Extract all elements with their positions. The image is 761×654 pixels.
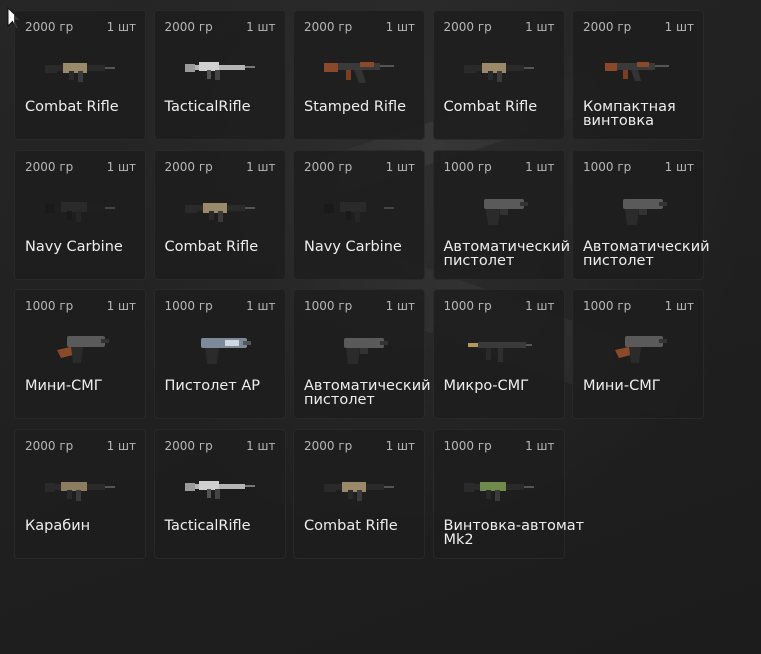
rifle-tan-icon bbox=[324, 481, 394, 501]
inventory-slot[interactable]: 2000 гр 1 шт Combat Rifle bbox=[153, 149, 286, 280]
item-name: Мини-СМГ bbox=[25, 378, 103, 394]
item-count: 1 шт bbox=[106, 159, 136, 174]
item-name: Combat Rifle bbox=[443, 99, 538, 115]
item-name: Combat Rifle bbox=[304, 517, 398, 534]
item-count: 1 шт bbox=[385, 299, 415, 313]
item-name: Combat Rifle bbox=[164, 238, 259, 255]
inventory-slot[interactable]: 2000 гр 1 шт Компактная винтовка bbox=[572, 10, 704, 140]
inventory-slot[interactable]: 2000 гр 1 шт Navy Carbine bbox=[14, 149, 146, 280]
item-name: Карабин bbox=[25, 517, 91, 534]
item-weight: 2000 гр bbox=[25, 159, 74, 174]
mini-smg-icon bbox=[615, 336, 667, 363]
item-weight: 2000 гр bbox=[304, 438, 353, 453]
item-count: 1 шт bbox=[385, 159, 415, 174]
item-count: 1 шт bbox=[246, 438, 276, 453]
carbine-black-icon bbox=[45, 201, 115, 222]
item-count: 1 шт bbox=[246, 159, 276, 174]
rifle-tan-icon bbox=[184, 202, 255, 222]
micro-smg-icon bbox=[467, 342, 532, 362]
item-name: TacticalRifle bbox=[164, 99, 251, 115]
rifle-gray-icon bbox=[184, 62, 255, 80]
item-count: 1 шт bbox=[664, 20, 694, 34]
inventory-slot[interactable]: 1000 гр 1 шт Микро-СМГ bbox=[432, 289, 565, 419]
item-weight: 2000 гр bbox=[164, 438, 213, 453]
item-weight: 2000 гр bbox=[583, 20, 632, 34]
inventory-slot[interactable]: 2000 гр 1 шт Combat Rifle bbox=[432, 10, 565, 140]
inventory-slot[interactable]: 2000 гр 1 шт Combat Rifle bbox=[293, 428, 425, 559]
inventory-slot[interactable]: 1000 гр 1 шт Мини-СМГ bbox=[14, 289, 146, 419]
ap-pistol-icon bbox=[200, 338, 251, 364]
item-weight: 1000 гр bbox=[443, 299, 492, 313]
inventory-slot[interactable]: 2000 гр 1 шт TacticalRifle bbox=[153, 10, 286, 140]
item-name: Мини-СМГ bbox=[583, 378, 661, 394]
item-count: 1 шт bbox=[525, 299, 555, 313]
item-count: 1 шт bbox=[106, 299, 136, 313]
inventory-slot[interactable]: 2000 гр 1 шт Карабин bbox=[14, 428, 146, 559]
item-count: 1 шт bbox=[246, 20, 276, 34]
item-weight: 2000 гр bbox=[443, 20, 492, 34]
item-weight: 1000 гр bbox=[583, 299, 632, 313]
item-name: Combat Rifle bbox=[25, 99, 119, 115]
item-name: Винтовка-автомат Mk2 bbox=[443, 517, 585, 548]
item-weight: 2000 гр bbox=[164, 159, 213, 174]
inventory-slot[interactable]: 1000 гр 1 шт Автоматический пистолет bbox=[293, 289, 431, 419]
item-count: 1 шт bbox=[525, 20, 555, 34]
item-weight: 1000 гр bbox=[304, 299, 353, 313]
item-count: 1 шт bbox=[106, 438, 136, 453]
item-name: Компактная винтовка bbox=[583, 99, 676, 129]
carbine-tan-icon bbox=[45, 481, 115, 501]
inventory-slot[interactable]: 2000 гр 1 шт TacticalRifle bbox=[153, 428, 286, 559]
auto-pistol-icon bbox=[483, 198, 528, 225]
ak-wood-icon bbox=[324, 62, 394, 83]
item-count: 1 шт bbox=[106, 20, 136, 34]
inventory-slot[interactable]: 1000 гр 1 шт Автоматический пистолет bbox=[572, 149, 710, 280]
compact-rifle-icon bbox=[605, 62, 669, 81]
item-count: 1 шт bbox=[385, 438, 415, 453]
item-name: Navy Carbine bbox=[25, 238, 123, 255]
rifle-tan-icon bbox=[45, 63, 115, 82]
item-count: 1 шт bbox=[385, 20, 415, 34]
rifle-green-icon bbox=[463, 481, 534, 501]
item-weight: 1000 гр bbox=[583, 159, 632, 174]
inventory-slot[interactable]: 1000 гр 1 шт Винтовка-автомат Mk2 bbox=[432, 428, 584, 559]
auto-pistol-icon bbox=[623, 198, 667, 225]
item-name: Navy Carbine bbox=[304, 238, 402, 255]
item-count: 1 шт bbox=[246, 299, 276, 313]
item-weight: 1000 гр bbox=[25, 299, 74, 313]
item-weight: 2000 гр bbox=[25, 20, 74, 34]
inventory-slot[interactable]: 2000 гр 1 шт Stamped Rifle bbox=[293, 10, 425, 140]
item-name: Автоматический пистолет bbox=[443, 238, 571, 269]
item-name: Пистолет АР bbox=[164, 378, 261, 394]
item-weight: 2000 гр bbox=[304, 20, 353, 34]
item-weight: 2000 гр bbox=[25, 438, 74, 453]
item-name: Stamped Rifle bbox=[304, 99, 406, 115]
item-count: 1 шт bbox=[664, 299, 694, 313]
item-count: 1 шт bbox=[525, 438, 555, 453]
item-name: TacticalRifle bbox=[164, 517, 251, 534]
inventory-slot[interactable]: 1000 гр 1 шт Мини-СМГ bbox=[572, 289, 704, 419]
mini-smg-icon bbox=[57, 336, 109, 363]
item-name: Микро-СМГ bbox=[443, 378, 529, 394]
auto-pistol-icon bbox=[344, 338, 388, 364]
inventory-slot[interactable]: 1000 гр 1 шт Пистолет АР bbox=[153, 289, 286, 419]
inventory-slot[interactable]: 1000 гр 1 шт Автоматический пистолет bbox=[432, 149, 570, 280]
carbine-black-icon bbox=[324, 201, 394, 222]
item-weight: 1000 гр bbox=[443, 159, 492, 174]
inventory-slot[interactable]: 2000 гр 1 шт Navy Carbine bbox=[293, 149, 425, 280]
rifle-gray-icon bbox=[184, 480, 255, 499]
rifle-tan-icon bbox=[463, 63, 534, 82]
item-name: Автоматический пистолет bbox=[583, 238, 710, 269]
inventory-slot[interactable]: 2000 гр 1 шт Combat Rifle bbox=[14, 10, 146, 140]
item-weight: 2000 гр bbox=[164, 20, 213, 34]
item-name: Автоматический пистолет bbox=[304, 378, 431, 408]
item-weight: 1000 гр bbox=[164, 299, 213, 313]
item-weight: 1000 гр bbox=[443, 438, 492, 453]
item-count: 1 шт bbox=[664, 159, 694, 174]
item-weight: 2000 гр bbox=[304, 159, 353, 174]
item-count: 1 шт bbox=[525, 159, 555, 174]
